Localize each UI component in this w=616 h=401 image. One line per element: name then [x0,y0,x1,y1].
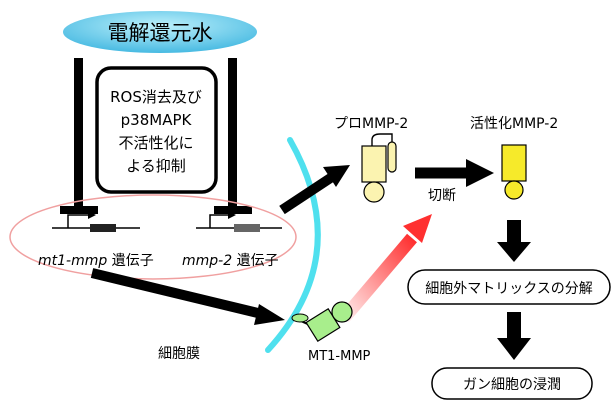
left-pillar-cap [60,206,98,214]
inhibition-box: ROS消去及び p38MAPK 不活性化に よる抑制 [95,66,218,194]
ecm-degradation-node: 細胞外マトリックスの分解 [407,269,611,305]
mmp-2-suffix: 遺伝子 [232,253,278,269]
cancer-invasion-node: ガン細胞の浸潤 [431,367,593,400]
mt1-coding-block [90,224,116,232]
pro-mmp2-protein-icon [361,133,397,203]
membrane-label: 細胞膜 [158,346,200,362]
arrow-mt1-activates [339,214,432,323]
title-node: 電解還元水 [63,11,257,53]
inhibition-pillars [60,58,252,214]
mt1-promoter-arrow [88,211,96,219]
inhibition-line-1: ROS消去及び [110,88,202,106]
inhibition-line-4: よる抑制 [126,157,186,175]
active-mmp2-label: 活性化MMP-2 [470,116,558,132]
inhibition-line-3: 不活性化に [118,134,193,152]
mt1-mmp-protein-icon [291,301,353,343]
mt1-mmp-italic: mt1-mmp [38,253,107,269]
arrow-to-invasion [497,312,531,360]
title-ellipse [63,11,257,53]
left-pillar [74,58,83,208]
gene-region-ellipse [9,194,297,280]
cell-membrane-arc [265,137,321,353]
arrow-cleavage [415,159,494,187]
mmp-2-gene-glyph [196,211,282,232]
mmp-2-gene-label: mmp-2 遺伝子 [182,253,279,269]
mmp2-promoter-arrow [228,211,236,219]
cancer-invasion-label: ガン細胞の浸潤 [463,377,561,393]
mt1-mmp-gene-label: mt1-mmp 遺伝子 [38,253,154,269]
right-pillar [228,58,237,208]
mt1-mmp-suffix: 遺伝子 [107,253,153,269]
arrow-gene-to-mt1-mmp [90,268,285,325]
arrow-to-ecm [497,220,531,262]
mmp2-coding-block [234,224,260,232]
cleavage-label: 切断 [428,188,456,204]
pro-mmp2-label: プロMMP-2 [334,116,408,132]
right-pillar-cap [214,206,252,214]
inhibition-box-frame [95,66,218,194]
ecm-degradation-label: 細胞外マトリックスの分解 [425,281,593,297]
mt1-mmp-label: MT1-MMP [308,349,371,364]
arrow-gene-to-pro-mmp2 [279,165,350,215]
title-text: 電解還元水 [108,21,213,45]
inhibition-line-2: p38MAPK [121,111,193,129]
active-mmp2-protein-icon [501,144,527,200]
mt1-mmp-gene-glyph [52,211,140,232]
mmp-2-italic: mmp-2 [182,253,232,269]
